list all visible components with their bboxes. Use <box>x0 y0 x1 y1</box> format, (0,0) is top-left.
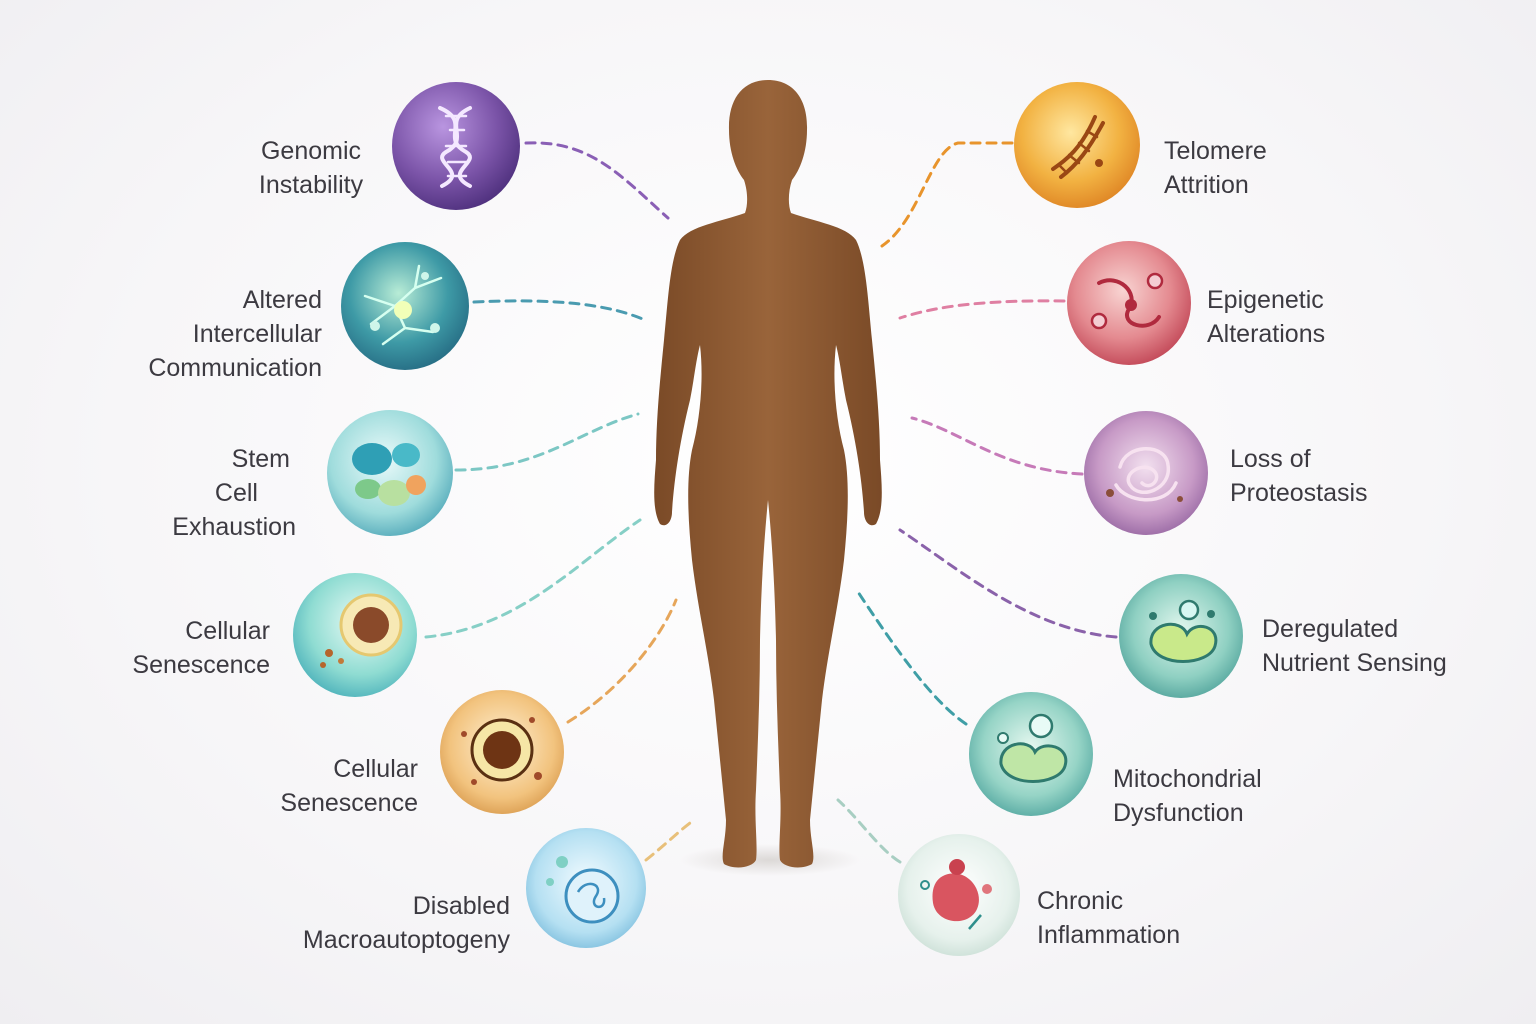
connector-epigenetic-alterations <box>898 299 1066 320</box>
label-epigenetic-alterations: Epigenetic Alterations <box>1207 283 1325 351</box>
label-line: Communication <box>148 354 322 382</box>
label-line: Epigenetic <box>1207 286 1324 314</box>
label-chronic-inflammation: Chronic Inflammation <box>1037 884 1180 952</box>
label-line: Stem <box>231 445 290 473</box>
label-mitochondrial-dysfunction: Mitochondrial Dysfunction <box>1113 762 1262 830</box>
chromatin-icon <box>1067 241 1191 365</box>
label-telomere-attrition: Telomere Attrition <box>1164 134 1267 202</box>
label-line: Intercellular <box>192 320 322 348</box>
label-line: Macroautoptogeny <box>302 926 510 954</box>
connector-disabled-macroautoptogeny <box>644 818 696 862</box>
label-line: Alterations <box>1207 320 1326 348</box>
connector-altered-intercellular-communication <box>472 299 647 322</box>
label-cellular-senescence-2: Cellular Senescence <box>230 752 418 820</box>
neuron-network-icon <box>341 242 469 370</box>
label-line: Mitochondrial <box>1113 765 1262 793</box>
label-line: Cellular <box>185 617 270 645</box>
senescent-cell-icon <box>293 573 417 697</box>
label-cellular-senescence-1: Cellular Senescence <box>80 614 270 682</box>
connector-loss-of-proteostasis <box>910 416 1084 476</box>
telomere-dna-icon <box>1014 82 1140 208</box>
label-line: Deregulated <box>1262 615 1399 643</box>
label-line: Telomere <box>1164 137 1267 165</box>
protein-aggregate-icon <box>1084 411 1208 535</box>
label-line: Loss of <box>1230 445 1311 473</box>
human-body-silhouette <box>654 80 882 876</box>
autophagosome-icon <box>526 828 646 948</box>
label-line: Nutrient Sensing <box>1262 649 1447 677</box>
label-line: Dysfunction <box>1113 799 1244 827</box>
label-line: Senescence <box>132 651 270 679</box>
label-loss-of-proteostasis: Loss of Proteostasis <box>1230 442 1368 510</box>
inflammation-cell-icon <box>898 834 1020 956</box>
connector-telomere-attrition <box>880 141 1014 248</box>
label-genomic-instability: Genomic Instability <box>226 134 396 202</box>
label-altered-intercellular-communication: Altered Intercellular Communication <box>100 283 322 385</box>
senescent-cell-icon <box>440 690 564 814</box>
connector-cellular-senescence-1 <box>424 518 642 639</box>
label-line: Attrition <box>1164 171 1249 199</box>
label-line: Genomic <box>260 137 362 165</box>
mitochondrion-icon <box>969 692 1093 816</box>
label-line: Senescence <box>280 789 418 817</box>
label-line: Chronic <box>1037 887 1124 915</box>
label-line: Disabled <box>412 892 510 920</box>
label-line: Inflammation <box>1037 921 1181 949</box>
connector-deregulated-nutrient-sensing <box>898 528 1118 639</box>
label-line: Cellular <box>333 755 418 783</box>
connector-cellular-senescence-2 <box>566 598 678 724</box>
dna-helix-icon <box>392 82 520 210</box>
connector-stem-cell-exhaustion <box>454 412 640 472</box>
stem-cells-icon <box>327 410 453 536</box>
label-line: Altered <box>242 286 322 314</box>
label-deregulated-nutrient-sensing: Deregulated Nutrient Sensing <box>1262 612 1447 680</box>
nutrient-sensing-icon <box>1119 574 1243 698</box>
label-line: Cell <box>214 479 258 507</box>
label-disabled-macroautoptogeny: Disabled Macroautoptogeny <box>230 889 510 957</box>
label-line: Exhaustion <box>172 513 296 541</box>
connector-chronic-inflammation <box>836 798 902 864</box>
label-line: Instability <box>258 171 364 199</box>
connector-genomic-instability <box>524 141 670 220</box>
connector-mitochondrial-dysfunction <box>856 590 968 726</box>
label-stem-cell-exhaustion: Stem Cell Exhaustion <box>100 442 296 544</box>
label-line: Proteostasis <box>1230 479 1368 507</box>
